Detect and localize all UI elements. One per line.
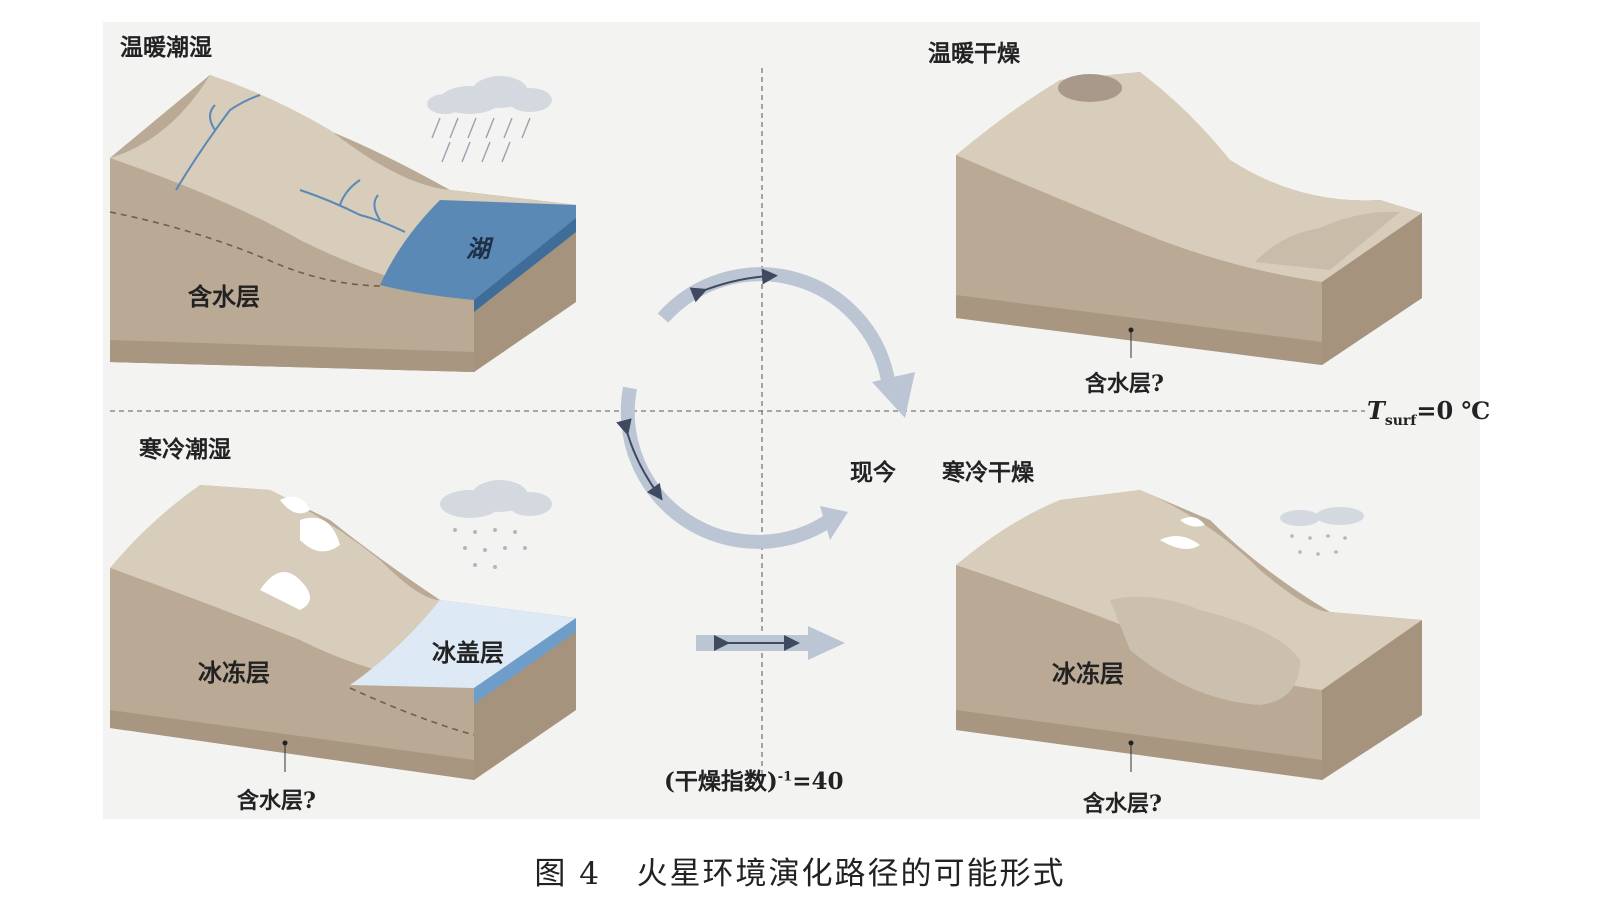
warm-dry-block [956, 72, 1422, 365]
aridity-exponent: -1 [777, 769, 793, 785]
aridity-threshold: (干燥指数)-1=40 [664, 762, 844, 796]
evolution-arrows [616, 267, 915, 660]
permafrost-label-cold-dry: 冰冻层 [1052, 659, 1124, 688]
cold-dry-block [956, 490, 1422, 780]
cold-wet-title: 寒冷潮湿 [139, 436, 231, 463]
figure-number: 图 4 [534, 856, 601, 892]
aquifer-label-warm-wet: 含水层 [188, 282, 260, 311]
flurry-cloud-icon [1280, 507, 1364, 556]
warm-wet-block [109, 75, 576, 372]
warm-wet-title: 温暖潮湿 [120, 34, 212, 61]
caption-text: 火星环境演化路径的可能形式 [636, 856, 1066, 892]
temperature-subscript: surf [1384, 412, 1417, 429]
surface-temperature-threshold: Tsurf=0 ℃ [1367, 396, 1490, 429]
temperature-value: =0 ℃ [1416, 396, 1491, 425]
aquifer-label-warm-dry: 含水层? [1085, 371, 1164, 397]
permafrost-label-cold-wet: 冰冻层 [198, 658, 270, 687]
cold-dry-title: 寒冷干燥 [942, 459, 1034, 486]
present-label: 现今 [850, 459, 896, 486]
aquifer-label-cold-wet: 含水层? [237, 788, 316, 814]
aquifer-label-cold-dry: 含水层? [1083, 791, 1162, 817]
aridity-label: (干燥指数) [664, 768, 778, 795]
ice-cover [350, 600, 576, 688]
temperature-symbol: T [1367, 396, 1385, 425]
snow-cloud-icon [440, 480, 552, 569]
lake-label: 湖 [466, 234, 490, 263]
aridity-value: =40 [792, 768, 844, 795]
warm-dry-title: 温暖干燥 [928, 40, 1020, 67]
rain-cloud-icon [427, 76, 552, 163]
lake [380, 200, 576, 300]
figure-caption: 图 4 火星环境演化路径的可能形式 [0, 848, 1600, 893]
ice-cover-label: 冰盖层 [432, 638, 504, 667]
cold-wet-block [110, 485, 576, 780]
